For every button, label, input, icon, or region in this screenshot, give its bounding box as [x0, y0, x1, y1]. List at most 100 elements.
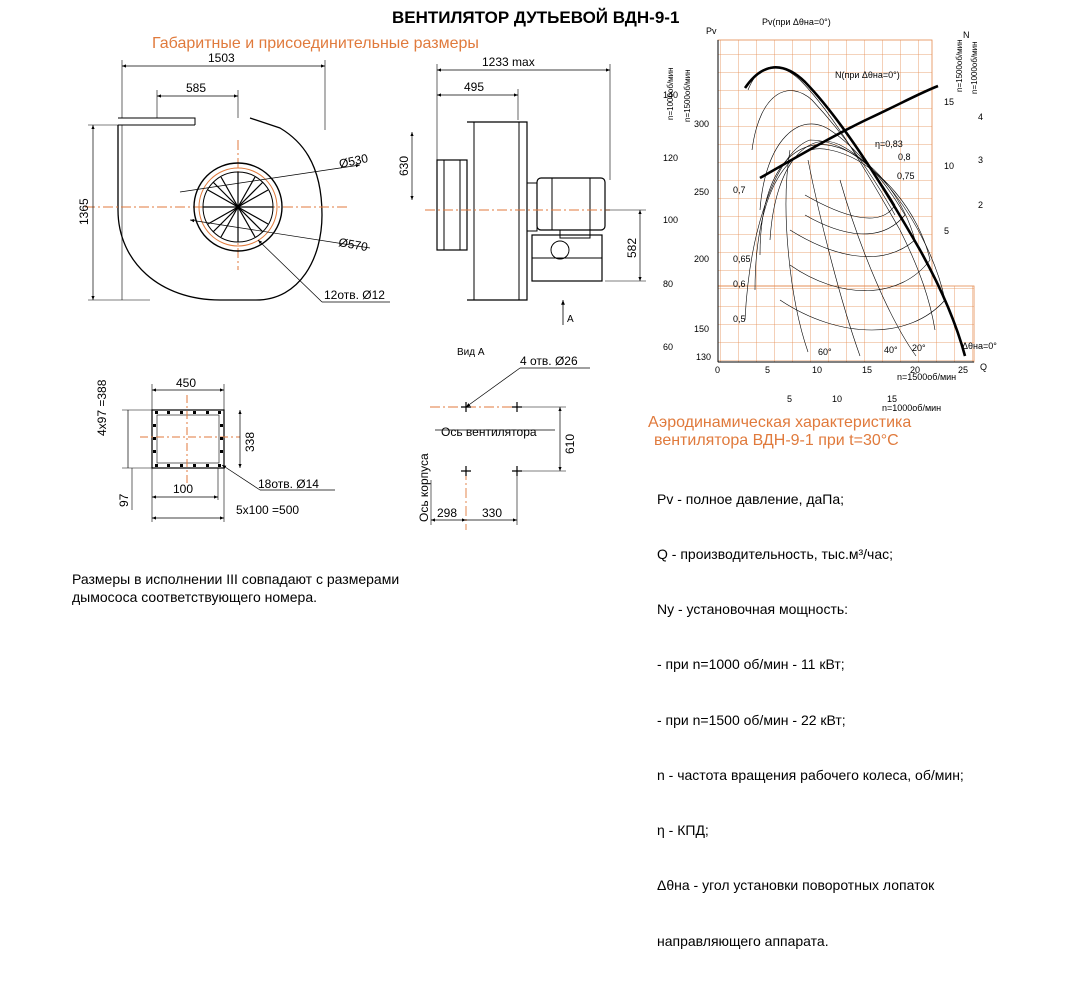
dim-298: 298: [437, 506, 457, 520]
view-a-dims: Вид А 4 отв. Ø26 Ось вентилятора Ось кор…: [417, 347, 578, 522]
n1000-ticks: 4 3 2: [978, 112, 983, 210]
front-view: [85, 60, 390, 303]
dim-582: 582: [625, 238, 639, 258]
n-rpm1500-label: n=1500об/мин: [955, 39, 964, 92]
dim-330: 330: [482, 506, 502, 520]
dim-width: 1503: [208, 51, 235, 65]
side-view: [410, 64, 646, 325]
drawing-sheet: ВЕНТИЛЯТОР ДУТЬЕВОЙ ВДН-9-1 Габаритные и…: [72, 8, 997, 949]
legend-line: направляющего аппарата.: [657, 932, 829, 949]
eff-08: 0,8: [898, 152, 911, 162]
pv-rpm1500-label: n=1500об/мин: [683, 69, 692, 122]
legend-line: Q - производительность, тыс.м³/час;: [657, 546, 894, 563]
pv1000-tick: 100: [663, 215, 678, 225]
dim-outlet-offset: 585: [186, 81, 206, 95]
dim-d570: Ø570: [337, 235, 369, 254]
angle-60: 60°: [818, 347, 832, 357]
pv-rpm1000-label: n=1000об/мин: [666, 67, 675, 120]
q1500-tick: 25: [958, 365, 968, 375]
pv1500-tick: 130: [696, 352, 711, 362]
q1500-tick: 15: [862, 365, 872, 375]
angle-40: 40°: [884, 345, 898, 355]
n1500-ticks: 15 10 5: [944, 97, 954, 236]
front-view-dims: 1503 585 1365 Ø530 Ø570 12отв. Ø12: [77, 51, 385, 302]
q1000-tick: 10: [832, 394, 842, 404]
curve-pv: [743, 66, 967, 357]
q1500-ticks: 0 5 10 15 20 25: [715, 365, 968, 375]
pv1000-tick: 80: [663, 279, 673, 289]
dim-flange-width: 450: [176, 376, 196, 390]
pv1500-tick: 200: [694, 254, 709, 264]
legend-line: Δθна - угол установки поворотных лопаток: [657, 877, 935, 894]
angle-20: 20°: [912, 343, 926, 353]
pv1500-tick: 300: [694, 119, 709, 129]
curve-n: [759, 84, 939, 180]
flange-dims: 4x97 =388 450 338 97 100 5x100 =500 18от…: [95, 376, 319, 517]
eff-07: 0,7: [733, 185, 746, 195]
n-axis-label: N: [963, 30, 970, 40]
dim-flange-holes: 18отв. Ø14: [258, 477, 319, 491]
n1500-tick: 15: [944, 97, 954, 107]
n-curve-label: N(при Δθна=0°): [835, 70, 900, 80]
dim-pitch-v: 4x97 =388: [95, 379, 109, 436]
n1000-tick: 2: [978, 200, 983, 210]
chart-grid: [717, 39, 975, 363]
n1500-tick: 10: [944, 161, 954, 171]
q-rpm1500-label: n=1500об/мин: [897, 372, 956, 382]
dim-offset-v: 97: [117, 493, 131, 507]
technical-drawing: 1503 585 1365 Ø530 Ø570 12отв. Ø12: [77, 17, 997, 530]
dim-4-holes: 4 отв. Ø26: [520, 354, 578, 368]
view-a-title: Вид А: [457, 347, 485, 358]
aero-title: Аэродинамическая характеристика вентилят…: [648, 414, 911, 450]
dim-holes-12: 12отв. Ø12: [324, 288, 385, 302]
pv1000-ticks: 140 120 100 80 60: [663, 90, 678, 352]
pv-axis-label: Pv: [706, 26, 717, 36]
q1000-tick: 5: [787, 394, 792, 404]
page-title: ВЕНТИЛЯТОР ДУТЬЕВОЙ ВДН-9-1: [392, 8, 680, 27]
note-line: дымососа соответствующего номера.: [72, 589, 318, 605]
q1500-tick: 10: [812, 365, 822, 375]
dim-offset-h: 100: [173, 482, 193, 496]
pv1000-tick: 140: [663, 90, 678, 100]
aero-title-line1: Аэродинамическая характеристика: [648, 414, 912, 431]
flange-view: [122, 384, 335, 522]
q1000-tick: 15: [887, 394, 897, 404]
dim-inlet-height: 630: [397, 156, 411, 176]
bottom-note: Размеры в исполнении III совпадают с раз…: [72, 570, 399, 606]
legend: Pv - полное давление, даПа; Q - производ…: [657, 453, 964, 987]
dim-610: 610: [563, 434, 577, 454]
legend-line: Nу - установочная мощность:: [657, 601, 849, 618]
side-view-dims: 1233 max 495 630 582 A: [397, 55, 639, 325]
impeller-blades: [203, 172, 273, 242]
q-rpm1000-label: n=1000об/мин: [882, 403, 941, 413]
pv1000-tick: 120: [663, 153, 678, 163]
eff-06: 0,6: [733, 279, 746, 289]
q1500-tick: 5: [765, 365, 770, 375]
q1500-tick: 20: [910, 365, 920, 375]
n1000-tick: 4: [978, 112, 983, 122]
pv1000-tick: 60: [663, 342, 673, 352]
pv1500-ticks: 300 250 200 150 130: [694, 119, 711, 362]
dim-pitch-h: 5x100 =500: [236, 503, 299, 517]
n-rpm1000-label: n=1000об/мин: [970, 41, 979, 94]
n1500-tick: 5: [944, 226, 949, 236]
dim-length: 1233 max: [482, 55, 535, 69]
flange-holes: [153, 411, 223, 467]
eff-083: η=0,83: [875, 139, 903, 149]
legend-line: - при n=1500 об/мин - 22 кВт;: [657, 711, 846, 728]
dim-inlet: 495: [464, 80, 484, 94]
dim-height: 1365: [77, 198, 91, 225]
eff-065: 0,65: [733, 254, 751, 264]
q-axis-label: Q: [980, 362, 987, 372]
body-axis-label: Ось корпуса: [417, 453, 431, 522]
drawings-subtitle: Габаритные и присоединительные размеры: [152, 35, 479, 52]
note-line: Размеры в исполнении III совпадают с раз…: [72, 571, 400, 587]
legend-line: n - частота вращения рабочего колеса, об…: [657, 766, 964, 783]
q1000-ticks: 5 10 15: [787, 394, 897, 404]
legend-line: Pv - полное давление, даПа;: [657, 490, 845, 507]
pv1500-tick: 150: [694, 324, 709, 334]
dim-d530: Ø530: [338, 151, 370, 171]
pv1500-tick: 250: [694, 187, 709, 197]
eff-05: 0,5: [733, 314, 746, 324]
theta0-label: Δθна=0°: [962, 341, 997, 351]
